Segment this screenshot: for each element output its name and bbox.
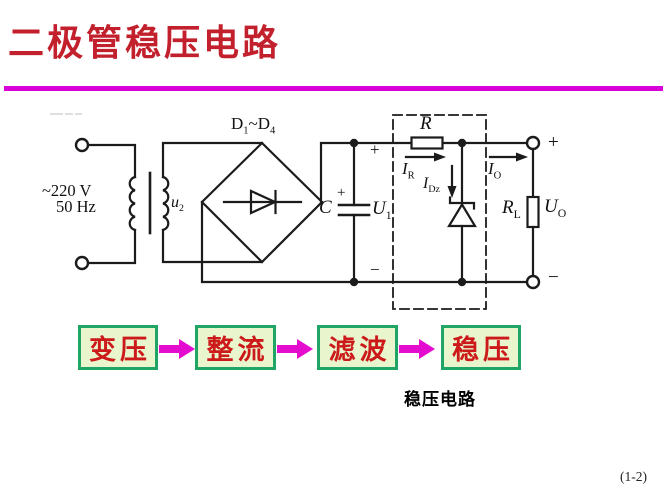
watermark: [50, 113, 84, 118]
source-voltage-label: ~220 V: [42, 181, 92, 200]
io-current-label: IO: [488, 159, 502, 182]
resistor-r-label: R: [420, 113, 432, 134]
regulator-box-label: 稳压电路: [404, 390, 476, 409]
idz-current-label: IDz: [423, 175, 440, 196]
capacitor-plates-icon: [337, 203, 371, 217]
flow-step-filter: 滤波: [317, 325, 398, 370]
secondary-top-wire: [161, 141, 264, 179]
ir-arrowhead-icon: [434, 152, 446, 162]
flow-arrow-2-icon: [277, 339, 313, 359]
u1-plus-sign: +: [370, 140, 380, 159]
capacitor-label: C: [319, 197, 332, 218]
capacitor-plus-sign: +: [337, 185, 346, 201]
node-dot-cap-top: [349, 138, 359, 148]
regulator-dashed-box: [392, 114, 487, 310]
negative-rail: [200, 200, 529, 284]
flow-arrow-3-icon: [399, 339, 435, 359]
node-dot-zener-top: [457, 138, 467, 148]
ir-current-label: IR: [402, 159, 415, 182]
primary-bottom-wire: [87, 228, 137, 265]
load-resistor-body: [526, 195, 540, 229]
bridge-diodes-label: D1~D4: [231, 114, 276, 137]
idz-arrowhead-icon: [447, 186, 457, 198]
circuit-wiring: [74, 114, 541, 310]
input-terminal-bottom: [74, 255, 90, 271]
title-divider-line: [4, 86, 663, 91]
input-terminal-top: [74, 137, 90, 153]
flow-step-rectify: 整流: [195, 325, 276, 370]
flow-step-regulate: 稳压: [441, 325, 521, 370]
secondary-bottom-wire: [161, 228, 264, 264]
zener-triangle-icon: [447, 202, 477, 228]
bridge-diode-triangle-icon: [249, 189, 278, 215]
u1-minus-sign: −: [370, 260, 380, 279]
output-voltage-label: UO: [544, 196, 567, 220]
primary-top-wire: [87, 143, 137, 179]
output-terminal-top: [525, 135, 541, 151]
secondary-voltage-label: u2: [171, 194, 184, 215]
transformer-primary-coil: [128, 175, 137, 232]
output-terminal-bottom: [525, 274, 541, 290]
load-resistor-label: RL: [502, 197, 521, 221]
page-title: 二极管稳压电路: [8, 23, 282, 63]
source-frequency-label: 50 Hz: [56, 197, 96, 216]
output-plus-sign: +: [548, 132, 559, 153]
output-minus-sign: −: [548, 267, 559, 288]
resistor-r-body: [410, 136, 444, 150]
bridge-rectifier-diamond: [200, 141, 324, 264]
transformer-secondary-coil: [161, 175, 170, 232]
io-arrowhead-icon: [516, 152, 528, 162]
circuit-diagram: ~220 V 50 Hz u2 D1~D4 C + U1 + − R IR ID…: [0, 100, 667, 409]
flow-step-transform: 变压: [78, 325, 158, 370]
node-dot-zener-bottom: [457, 277, 467, 287]
u1-label: U1: [372, 198, 392, 222]
page-number: (1-2): [620, 469, 647, 484]
node-dot-cap-bottom: [349, 277, 359, 287]
flow-arrow-1-icon: [159, 339, 195, 359]
